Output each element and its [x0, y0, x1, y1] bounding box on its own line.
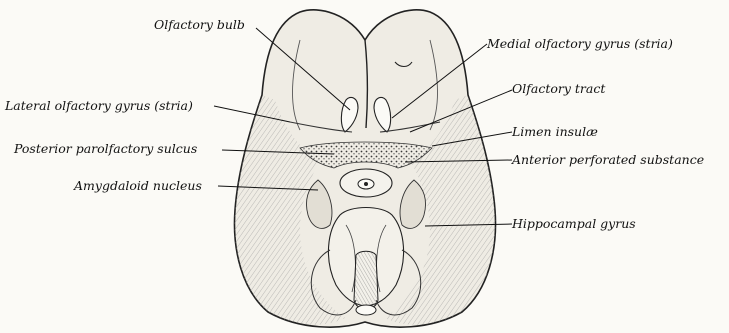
label-hippocampal-gyrus: Hippocampal gyrus	[512, 217, 636, 231]
label-medial-olfactory-gyrus: Medial olfactory gyrus (stria)	[487, 37, 673, 51]
label-limen-insulae: Limen insulæ	[512, 125, 598, 139]
label-lateral-olfactory-gyrus: Lateral olfactory gyrus (stria)	[5, 99, 193, 113]
brainstem-stump	[354, 251, 378, 309]
label-amygdaloid-nucleus: Amygdaloid nucleus	[74, 179, 202, 193]
stalk-centre	[364, 182, 368, 186]
label-olfactory-bulb: Olfactory bulb	[154, 18, 245, 32]
spinal-cut-surface	[356, 305, 376, 315]
label-olfactory-tract: Olfactory tract	[512, 82, 605, 96]
label-anterior-perforated-substance: Anterior perforated substance	[512, 153, 704, 167]
label-posterior-parolfactory-sulcus: Posterior parolfactory sulcus	[14, 142, 197, 156]
